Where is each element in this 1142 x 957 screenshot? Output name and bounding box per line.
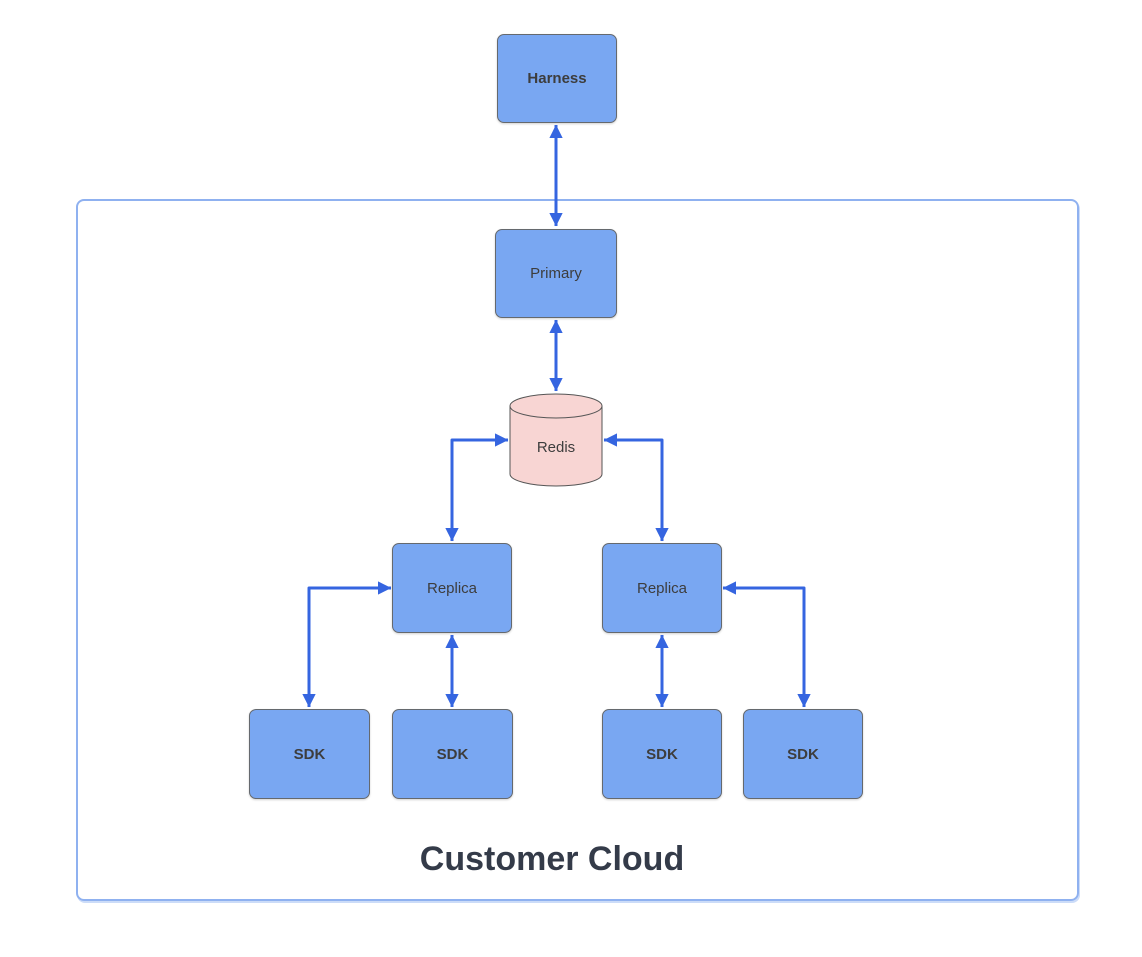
node-harness-label: Harness — [527, 70, 587, 87]
node-primary[interactable]: Primary — [495, 229, 617, 318]
node-harness[interactable]: Harness — [497, 34, 617, 123]
customer-cloud-boundary[interactable] — [76, 199, 1079, 901]
node-sdk-1-label: SDK — [293, 745, 326, 763]
node-sdk-2-label: SDK — [436, 745, 469, 763]
node-replica-right[interactable]: Replica — [602, 543, 722, 633]
customer-cloud-title: Customer Cloud — [419, 840, 685, 878]
node-sdk-1[interactable]: SDK — [249, 709, 370, 799]
node-primary-label: Primary — [530, 265, 582, 282]
node-replica-left[interactable]: Replica — [392, 543, 512, 633]
node-redis-label: Redis — [536, 439, 576, 456]
node-replica-left-label: Replica — [426, 579, 478, 597]
node-sdk-4[interactable]: SDK — [743, 709, 863, 799]
node-sdk-3-label: SDK — [646, 745, 678, 763]
node-sdk-3[interactable]: SDK — [602, 709, 722, 799]
node-sdk-2[interactable]: SDK — [392, 709, 513, 799]
node-redis-cylinder[interactable]: Redis — [509, 393, 603, 488]
node-sdk-4-label: SDK — [787, 745, 819, 763]
cylinder-shape-icon — [509, 393, 603, 487]
node-replica-right-label: Replica — [636, 579, 688, 597]
